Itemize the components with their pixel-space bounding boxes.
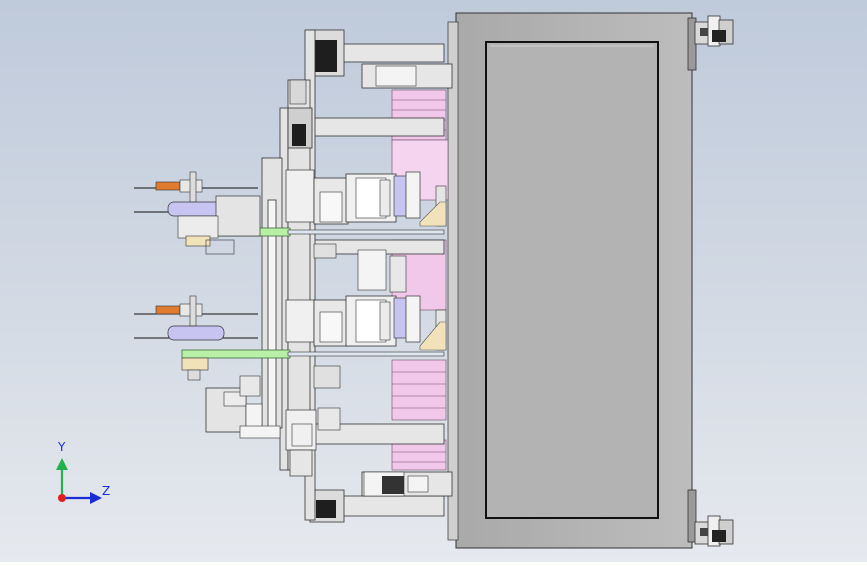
axis-triad: [56, 458, 102, 504]
z-axis-label: Z: [102, 484, 111, 498]
middle-mechanism: [291, 243, 407, 447]
bottom-motor: [309, 471, 429, 523]
y-axis-label: Y: [58, 440, 66, 454]
main-cabinet: [447, 12, 697, 549]
caster-wheel-top: [694, 15, 734, 47]
column-details: [285, 79, 317, 477]
top-motor: [309, 29, 417, 87]
upper-spool-assembly: [134, 171, 261, 255]
caster-wheel-bottom: [694, 515, 734, 547]
lower-spool-assembly: [134, 295, 258, 381]
lower-module: [313, 295, 447, 351]
upper-module: [313, 171, 447, 227]
lower-left-motor: [205, 375, 281, 439]
